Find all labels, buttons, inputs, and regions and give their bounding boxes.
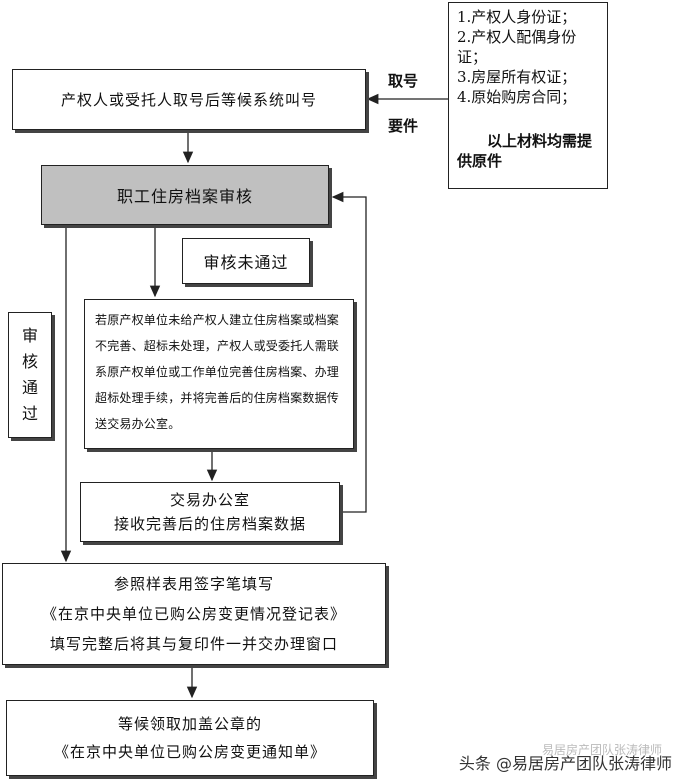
passed-char: 通 [21, 378, 38, 397]
trade-office-box: 交易办公室 接收完善后的住房档案数据 [80, 482, 340, 542]
fix-instructions-box: 若原产权单位未给产权人建立住房档案或档案不完善、超标未处理，产权人或受委托人需联… [84, 299, 354, 449]
wait-notice-line: 《在京中央单位已购公房变更通知单》 [53, 743, 326, 761]
fill-form-line: 填写完整后将其与复印件一并交办理窗口 [49, 635, 338, 653]
wait-notice-box: 等候领取加盖公章的 《在京中央单位已购公房变更通知单》 [6, 700, 374, 776]
edge-label-documents: 要件 [388, 117, 419, 135]
material-item: 2.产权人配偶身份证； [457, 28, 577, 66]
fill-form-line: 《在京中央单位已购公房变更情况登记表》 [41, 605, 346, 623]
review-text: 职工住房档案审核 [116, 187, 253, 206]
wait-notice-line: 等候领取加盖公章的 [117, 715, 262, 733]
faint-watermark: 易居房产团队张涛律师 [541, 743, 662, 757]
passed-char: 审 [21, 326, 38, 345]
fill-form-box: 参照样表用签字笔填写 《在京中央单位已购公房变更情况登记表》 填写完整后将其与复… [2, 563, 386, 665]
material-item: 1.产权人身份证； [457, 8, 577, 26]
trade-office-title: 交易办公室 [169, 491, 250, 509]
passed-char: 核 [21, 352, 38, 371]
materials-box: 1.产权人身份证； 2.产权人配偶身份证； 3.房屋所有权证； 4.原始购房合同… [448, 2, 608, 189]
passed-char: 过 [21, 404, 38, 423]
source-watermark: 头条 @易居房产团队张涛律师 [458, 754, 672, 773]
fill-form-line: 参照样表用签字笔填写 [113, 575, 274, 593]
materials-note: 以上材料均需提供原件 [457, 132, 593, 170]
trade-office-desc: 接收完善后的住房档案数据 [113, 515, 306, 533]
material-item: 3.房屋所有权证； [457, 68, 577, 86]
edge-trade-office-loop-back [331, 191, 367, 513]
fix-instructions-text: 若原产权单位未给产权人建立住房档案或档案不完善、超标未处理，产权人或受委托人需联… [95, 313, 340, 431]
material-item: 4.原始购房合同； [457, 88, 577, 106]
passed-box: 审 核 通 过 [8, 312, 52, 438]
edge-label-take-number: 取号 [388, 72, 419, 90]
not-passed-box: 审核未通过 [182, 238, 310, 284]
review-box: 职工住房档案审核 [41, 165, 329, 225]
take-number-text: 产权人或受托人取号后等候系统叫号 [60, 91, 317, 109]
not-passed-text: 审核未通过 [203, 253, 289, 272]
take-number-box: 产权人或受托人取号后等候系统叫号 [12, 69, 366, 130]
